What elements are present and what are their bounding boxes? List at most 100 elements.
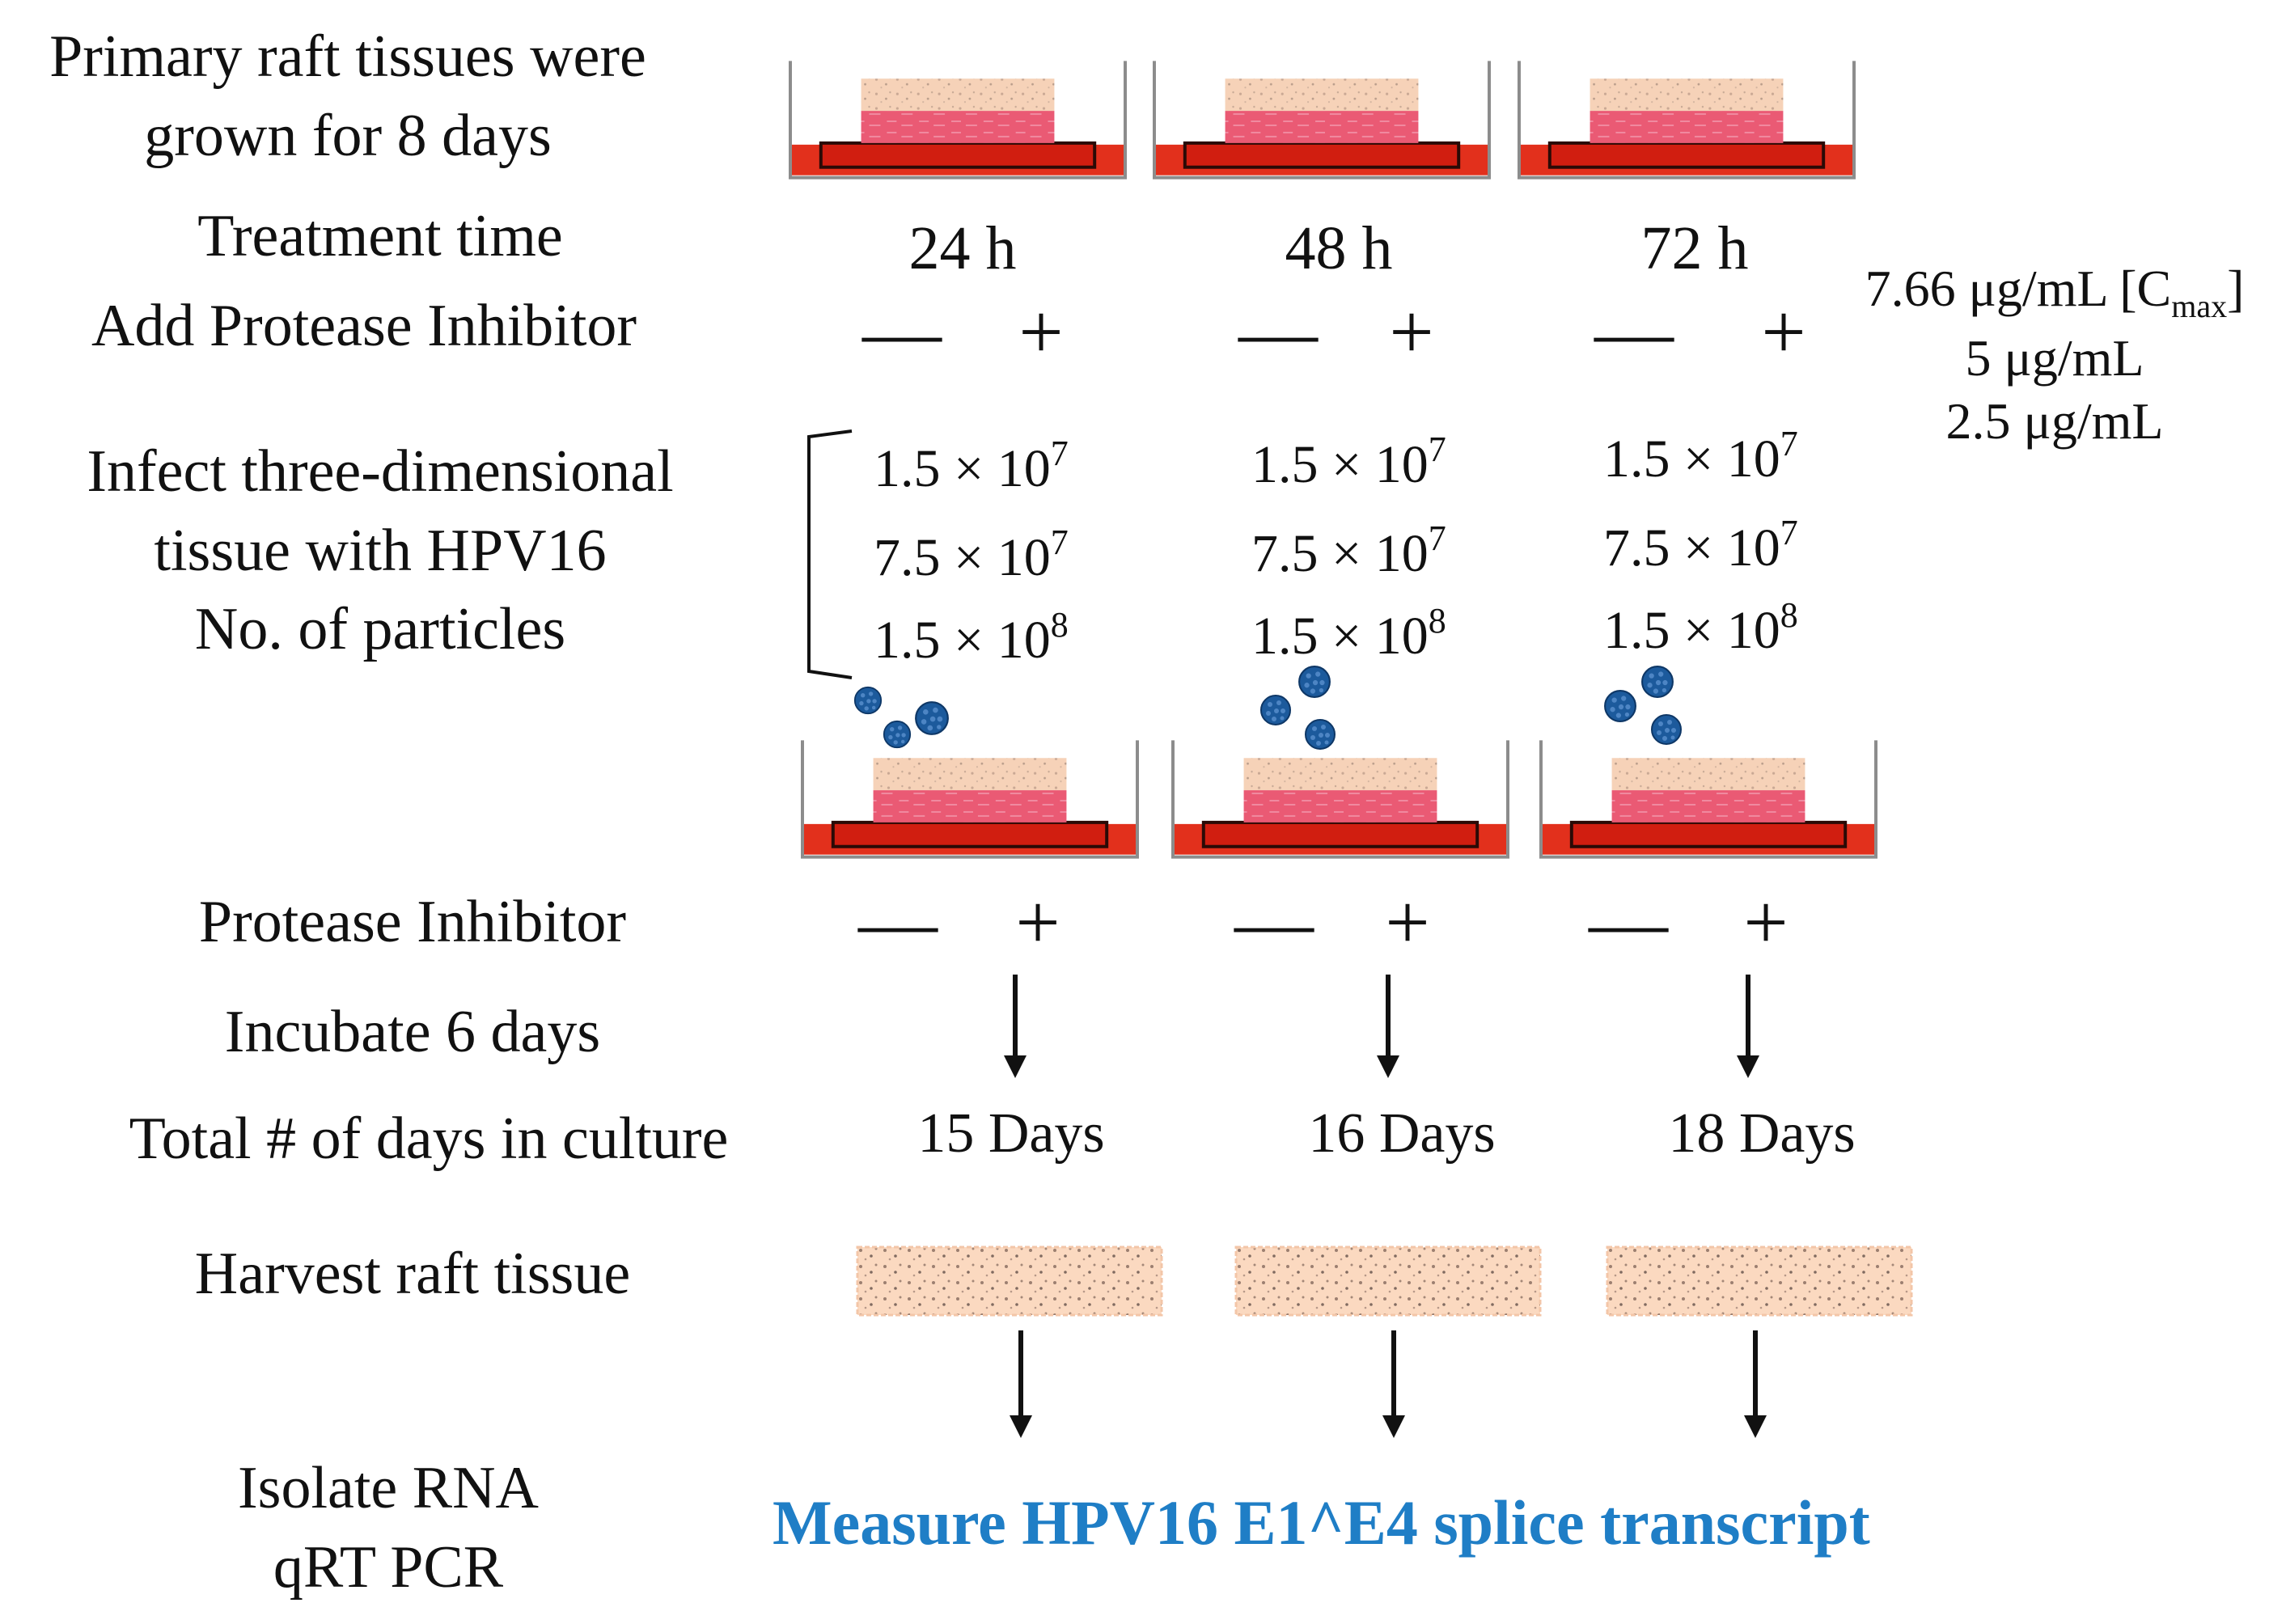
concentration-list: 7.66 μg/mL [Cmax] 5 μg/mL 2.5 μg/mL bbox=[1852, 257, 2257, 453]
particles-24h-row3: 1.5 × 108 bbox=[874, 605, 1069, 670]
particles-exp: 7 bbox=[1428, 518, 1446, 558]
add-inhibitor-plus-24h: + bbox=[1018, 289, 1064, 376]
particles-base: 7.5 bbox=[874, 528, 941, 587]
concentration-cmax-suffix: ] bbox=[2227, 260, 2245, 317]
label-grown-line2: grown for 8 days bbox=[144, 102, 552, 169]
particles-exp: 7 bbox=[1780, 513, 1798, 552]
label-add-protease-inhibitor: Add Protease Inhibitor bbox=[91, 293, 637, 359]
particles-72h-row3: 1.5 × 108 bbox=[1603, 595, 1798, 661]
initial-dish-48h bbox=[1153, 61, 1491, 182]
label-treatment-time: Treatment time bbox=[197, 203, 563, 269]
label-isolate-rna: Isolate RNA qRT PCR bbox=[146, 1449, 631, 1607]
particles-exp: 8 bbox=[1428, 601, 1446, 641]
label-grown-line1: Primary raft tissues were bbox=[49, 23, 646, 90]
concentration-cmax: 7.66 μg/mL [Cmax] bbox=[1852, 257, 2257, 327]
particles-base: 7.5 bbox=[1603, 518, 1670, 577]
hpv16-virion-icon bbox=[853, 686, 883, 715]
particles-72h-row1: 1.5 × 107 bbox=[1603, 424, 1798, 489]
inhibitor-minus-72h: — bbox=[1589, 879, 1668, 966]
times-sign: × bbox=[1331, 524, 1362, 583]
concentration-mid: 5 μg/mL bbox=[1965, 328, 2144, 387]
label-incubate: Incubate 6 days bbox=[224, 999, 601, 1065]
arrow-down-icon bbox=[1004, 975, 1027, 1078]
times-sign: × bbox=[1683, 601, 1714, 660]
inhibitor-minus-48h: — bbox=[1234, 879, 1314, 966]
add-inhibitor-minus-48h: — bbox=[1238, 289, 1318, 376]
times-sign: × bbox=[954, 611, 984, 670]
particles-base: 1.5 bbox=[1251, 435, 1319, 494]
label-infect: Infect three-dimensional tissue with HPV… bbox=[49, 433, 712, 670]
particles-base: 1.5 bbox=[1603, 429, 1670, 488]
particles-exp: 7 bbox=[1050, 522, 1069, 562]
label-protease-inhibitor: Protease Inhibitor bbox=[198, 889, 627, 955]
total-days-24h: 15 Days bbox=[917, 1102, 1105, 1165]
times-sign: × bbox=[1683, 518, 1714, 577]
hpv16-virion-icon bbox=[1603, 689, 1637, 723]
particles-bracket bbox=[807, 429, 853, 679]
label-infect-line3: No. of particles bbox=[194, 596, 566, 663]
particles-72h-row2: 7.5 × 107 bbox=[1603, 513, 1798, 578]
label-total-days: Total # of days in culture bbox=[129, 1106, 729, 1172]
inhibitor-minus-24h: — bbox=[858, 879, 938, 966]
concentration-low: 2.5 μg/mL bbox=[1945, 391, 2164, 450]
label-isolate-line2: qRT PCR bbox=[273, 1533, 504, 1601]
add-inhibitor-minus-72h: — bbox=[1594, 289, 1674, 376]
label-grown-8-days: Primary raft tissues were grown for 8 da… bbox=[16, 18, 679, 176]
harvested-tissue-72h bbox=[1606, 1245, 1913, 1317]
harvested-tissue-48h bbox=[1234, 1245, 1542, 1317]
total-days-48h: 16 Days bbox=[1308, 1102, 1496, 1165]
infected-dish-48h bbox=[1171, 740, 1509, 861]
particles-48h-row1: 1.5 × 107 bbox=[1251, 429, 1446, 495]
times-sign: × bbox=[1331, 435, 1362, 494]
times-sign: × bbox=[954, 528, 984, 587]
particles-exp: 7 bbox=[1780, 424, 1798, 463]
treatment-time-48h: 48 h bbox=[1285, 214, 1393, 282]
particles-exp: 7 bbox=[1050, 433, 1069, 473]
times-sign: × bbox=[1331, 607, 1362, 666]
times-sign: × bbox=[954, 439, 984, 498]
infected-dish-24h bbox=[801, 740, 1139, 861]
add-inhibitor-plus-72h: + bbox=[1761, 289, 1806, 376]
harvested-tissue-24h bbox=[856, 1245, 1163, 1317]
particles-base: 1.5 bbox=[874, 439, 941, 498]
initial-dish-24h bbox=[789, 61, 1127, 182]
particles-exp: 8 bbox=[1780, 595, 1798, 635]
particles-base: 1.5 bbox=[1603, 601, 1670, 660]
hpv16-virion-icon bbox=[914, 700, 950, 736]
particles-base: 1.5 bbox=[874, 611, 941, 670]
add-inhibitor-plus-48h: + bbox=[1389, 289, 1434, 376]
add-inhibitor-minus-24h: — bbox=[862, 289, 942, 376]
particles-base: 7.5 bbox=[1251, 524, 1319, 583]
treatment-time-24h: 24 h bbox=[908, 214, 1017, 282]
hpv16-virion-icon bbox=[1640, 665, 1674, 699]
arrow-down-icon bbox=[1382, 1330, 1405, 1438]
hpv16-virion-icon bbox=[1259, 694, 1292, 726]
initial-dish-72h bbox=[1518, 61, 1856, 182]
label-infect-line2: tissue with HPV16 bbox=[154, 517, 607, 584]
hpv16-virion-icon bbox=[1297, 665, 1331, 699]
inhibitor-plus-72h: + bbox=[1743, 879, 1789, 966]
particles-48h-row2: 7.5 × 107 bbox=[1251, 518, 1446, 584]
particles-base: 1.5 bbox=[1251, 607, 1319, 666]
concentration-cmax-prefix: 7.66 μg/mL [C bbox=[1865, 260, 2172, 317]
arrow-down-icon bbox=[1737, 975, 1759, 1078]
particles-48h-row3: 1.5 × 108 bbox=[1251, 601, 1446, 666]
particles-exp: 8 bbox=[1050, 605, 1069, 645]
arrow-down-icon bbox=[1744, 1330, 1767, 1438]
total-days-72h: 18 Days bbox=[1668, 1102, 1856, 1165]
treatment-time-72h: 72 h bbox=[1640, 214, 1749, 282]
concentration-cmax-sub: max bbox=[2171, 287, 2228, 324]
particles-24h-row2: 7.5 × 107 bbox=[874, 522, 1069, 588]
inhibitor-plus-48h: + bbox=[1385, 879, 1430, 966]
times-sign: × bbox=[1683, 429, 1714, 488]
arrow-down-icon bbox=[1377, 975, 1399, 1078]
label-isolate-line1: Isolate RNA bbox=[238, 1455, 539, 1521]
final-step-measure: Measure HPV16 E1^E4 splice transcript bbox=[773, 1487, 1870, 1558]
arrow-down-icon bbox=[1010, 1330, 1032, 1438]
particles-exp: 7 bbox=[1428, 429, 1446, 469]
particles-24h-row1: 1.5 × 107 bbox=[874, 433, 1069, 499]
infected-dish-72h bbox=[1539, 740, 1877, 861]
label-infect-line1: Infect three-dimensional bbox=[87, 438, 674, 505]
inhibitor-plus-24h: + bbox=[1015, 879, 1060, 966]
label-harvest: Harvest raft tissue bbox=[194, 1241, 631, 1307]
